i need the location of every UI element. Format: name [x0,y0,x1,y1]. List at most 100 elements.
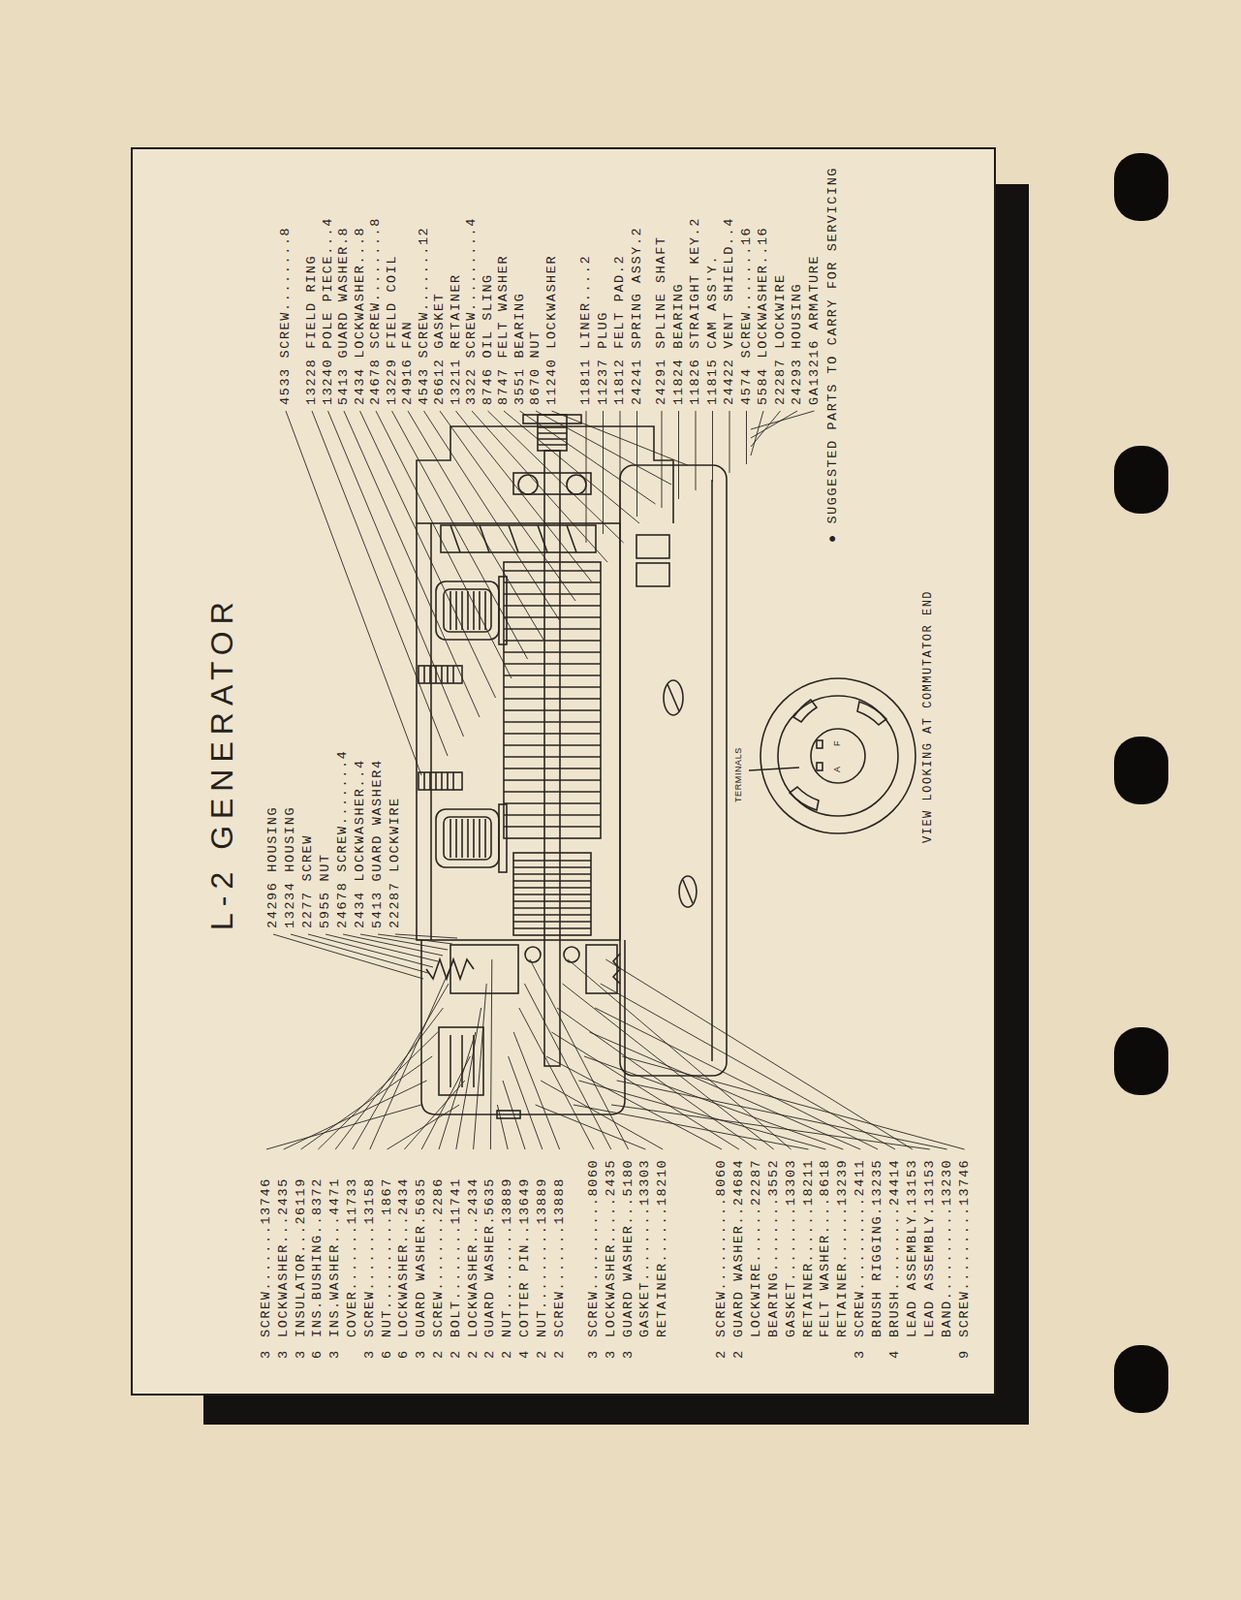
base-housing [620,465,727,1076]
leader-line [456,410,592,582]
part-row: LOCKWASHER...2434 [396,1177,412,1337]
quantity: 2 [448,1348,465,1359]
quantity: 3 [293,1348,310,1359]
leader-line [695,410,697,491]
part-row: SCREW.......13746 [258,1177,275,1337]
frame-shadow [995,184,1029,1425]
leader-line [750,410,798,438]
leader-line [439,410,576,601]
terminal-letter: A [832,765,842,773]
part-row: SCREW..........2411 [852,1158,869,1337]
leader-line [529,959,629,1149]
quantity: 6 [396,1348,412,1359]
leader-line [661,410,663,508]
part-row: BAND..........13230 [939,1158,956,1337]
leader-line [471,410,608,562]
quantity: 6 [379,1348,396,1359]
leader-line [519,1007,594,1149]
armature [503,561,601,838]
part-row: 8746 OIL SLING [480,273,497,405]
quantity: 2 [499,1348,516,1359]
leader-line [535,410,672,485]
part-row: INSULATOR...26119 [293,1177,310,1337]
drive-end-housing [416,426,674,524]
commutator [513,852,591,935]
leader-line [602,410,604,534]
leader-line [594,1007,878,1149]
quantity: 3 [413,1348,430,1359]
part-row: 13211 RETAINER [448,273,465,405]
part-row: BRUSH.........24414 [887,1158,903,1337]
part-row: 11237 PLUG [595,310,612,405]
quantity: 2 [731,1348,747,1359]
part-row: 24241 SPRING ASSY.2 [629,226,646,405]
part-row: COTTER PIN..13649 [517,1177,533,1337]
brush-housing [421,939,625,1115]
part-row: 13228 FIELD RING [304,254,320,405]
leader-line [605,959,913,1149]
part-row: 13240 POLE PIECE...4 [320,217,337,405]
frame-shadow [203,1395,1029,1425]
shaft [544,450,560,1066]
part-row: 2277 SCREW [300,834,316,929]
leader-line [567,959,791,1149]
part-row: 24916 FAN [400,320,416,405]
part-row: 5955 NUT [317,852,334,929]
leader-line [387,1104,461,1149]
leader-line [503,410,640,524]
leader-line [342,933,443,956]
part-row: 11812 FELT PAD.2 [612,254,628,405]
quantity: 4 [887,1348,903,1359]
leader-line [636,410,638,517]
punch-hole [1114,153,1169,221]
leader-line [729,410,731,473]
part-row: 24678 SCREW.......4 [335,749,351,929]
part-row: 13229 FIELD COIL [384,254,401,405]
part-row: GUARD WASHER...5180 [620,1158,637,1337]
part-row: 2434 LOCKWASHER..4 [352,758,369,929]
leader-line [745,410,747,465]
leader-line [392,410,528,659]
leader-line [513,1031,559,1149]
part-row: 3322 SCREW.........4 [464,217,480,405]
leader-line [370,959,455,1149]
part-row: 22287 LOCKWIRE [387,796,404,929]
part-row: RETAINER......18210 [654,1158,671,1337]
part-row: 24422 VENT SHIELD..4 [721,217,738,405]
leader-line [490,959,492,1149]
quantity: 3 [586,1348,602,1359]
part-row: FELT WASHER....8618 [817,1158,834,1337]
part-row: 5413 GUARD WASHER.8 [336,226,352,405]
part-row: INS.WASHER...4471 [327,1177,343,1337]
leader-line [524,983,611,1149]
terminals-label: TERMINALS [733,746,744,803]
part-row: 22287 LOCKWIRE [773,273,789,405]
part-row: 26612 GASKET [432,292,448,405]
part-row: RETAINER......13239 [835,1158,851,1337]
service-note: ● SUGGESTED PARTS TO CARRY FOR SERVICING [825,166,841,543]
leader-line [750,410,815,430]
leader-line [421,1055,470,1149]
fan [440,525,596,553]
leader-line [535,1104,647,1149]
quantity: 2 [431,1348,447,1359]
part-row: RETAINER......18211 [801,1158,817,1337]
leader-line [456,1007,482,1149]
part-row: LOCKWASHER...2435 [276,1177,292,1337]
part-row: 11811 LINER....2 [578,254,594,405]
leader-line [488,410,624,543]
part-row: GA13216 ARMATURE [806,254,823,405]
part-row: 11824 BEARING [671,282,687,405]
leader-line [343,410,480,717]
quantity: 3 [276,1348,292,1359]
part-row: 4574 SCREW.......16 [739,226,755,405]
part-row: LOCKWIRE......22287 [748,1158,765,1337]
rotated-sheet: L-2 GENERATOR24296 HOUSING13234 HOUSING2… [130,147,996,1396]
leader-line [589,1031,862,1149]
part-row: BOLT........11741 [448,1177,465,1337]
part-row: SCREW.......13888 [552,1177,568,1337]
part-row: COVER.......11733 [344,1177,361,1337]
leader-line [335,1007,443,1149]
quantity: 9 [957,1348,973,1359]
leader-line [473,983,488,1149]
